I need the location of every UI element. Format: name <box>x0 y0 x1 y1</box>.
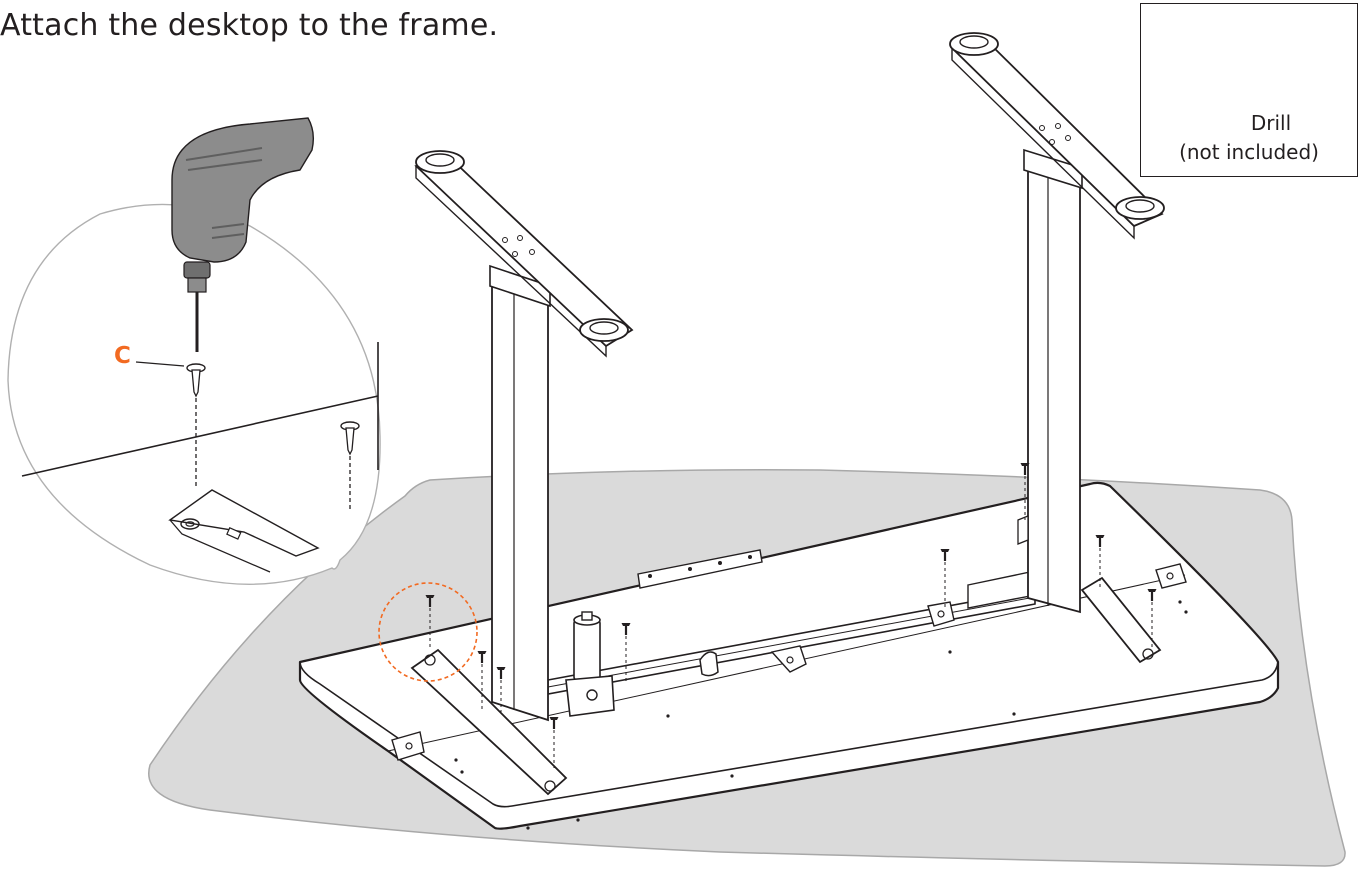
pilot-holes <box>454 600 1188 830</box>
zoom-detail <box>7 203 381 585</box>
part-callout-letter: C <box>114 343 131 369</box>
tool-note: (not included) <box>1179 140 1319 164</box>
tool-required-box: Drill (not included) <box>1140 3 1358 177</box>
right-leg <box>949 32 1165 664</box>
motor <box>565 611 615 717</box>
edge-brackets <box>391 563 1187 761</box>
instruction-title: Attach the desktop to the frame. <box>0 8 499 43</box>
screws <box>424 461 1158 768</box>
drill-icon <box>171 117 315 352</box>
tool-name: Drill <box>1250 111 1292 135</box>
left-leg <box>410 150 634 796</box>
crossbeam <box>547 549 1036 695</box>
highlight-circle <box>378 582 478 682</box>
